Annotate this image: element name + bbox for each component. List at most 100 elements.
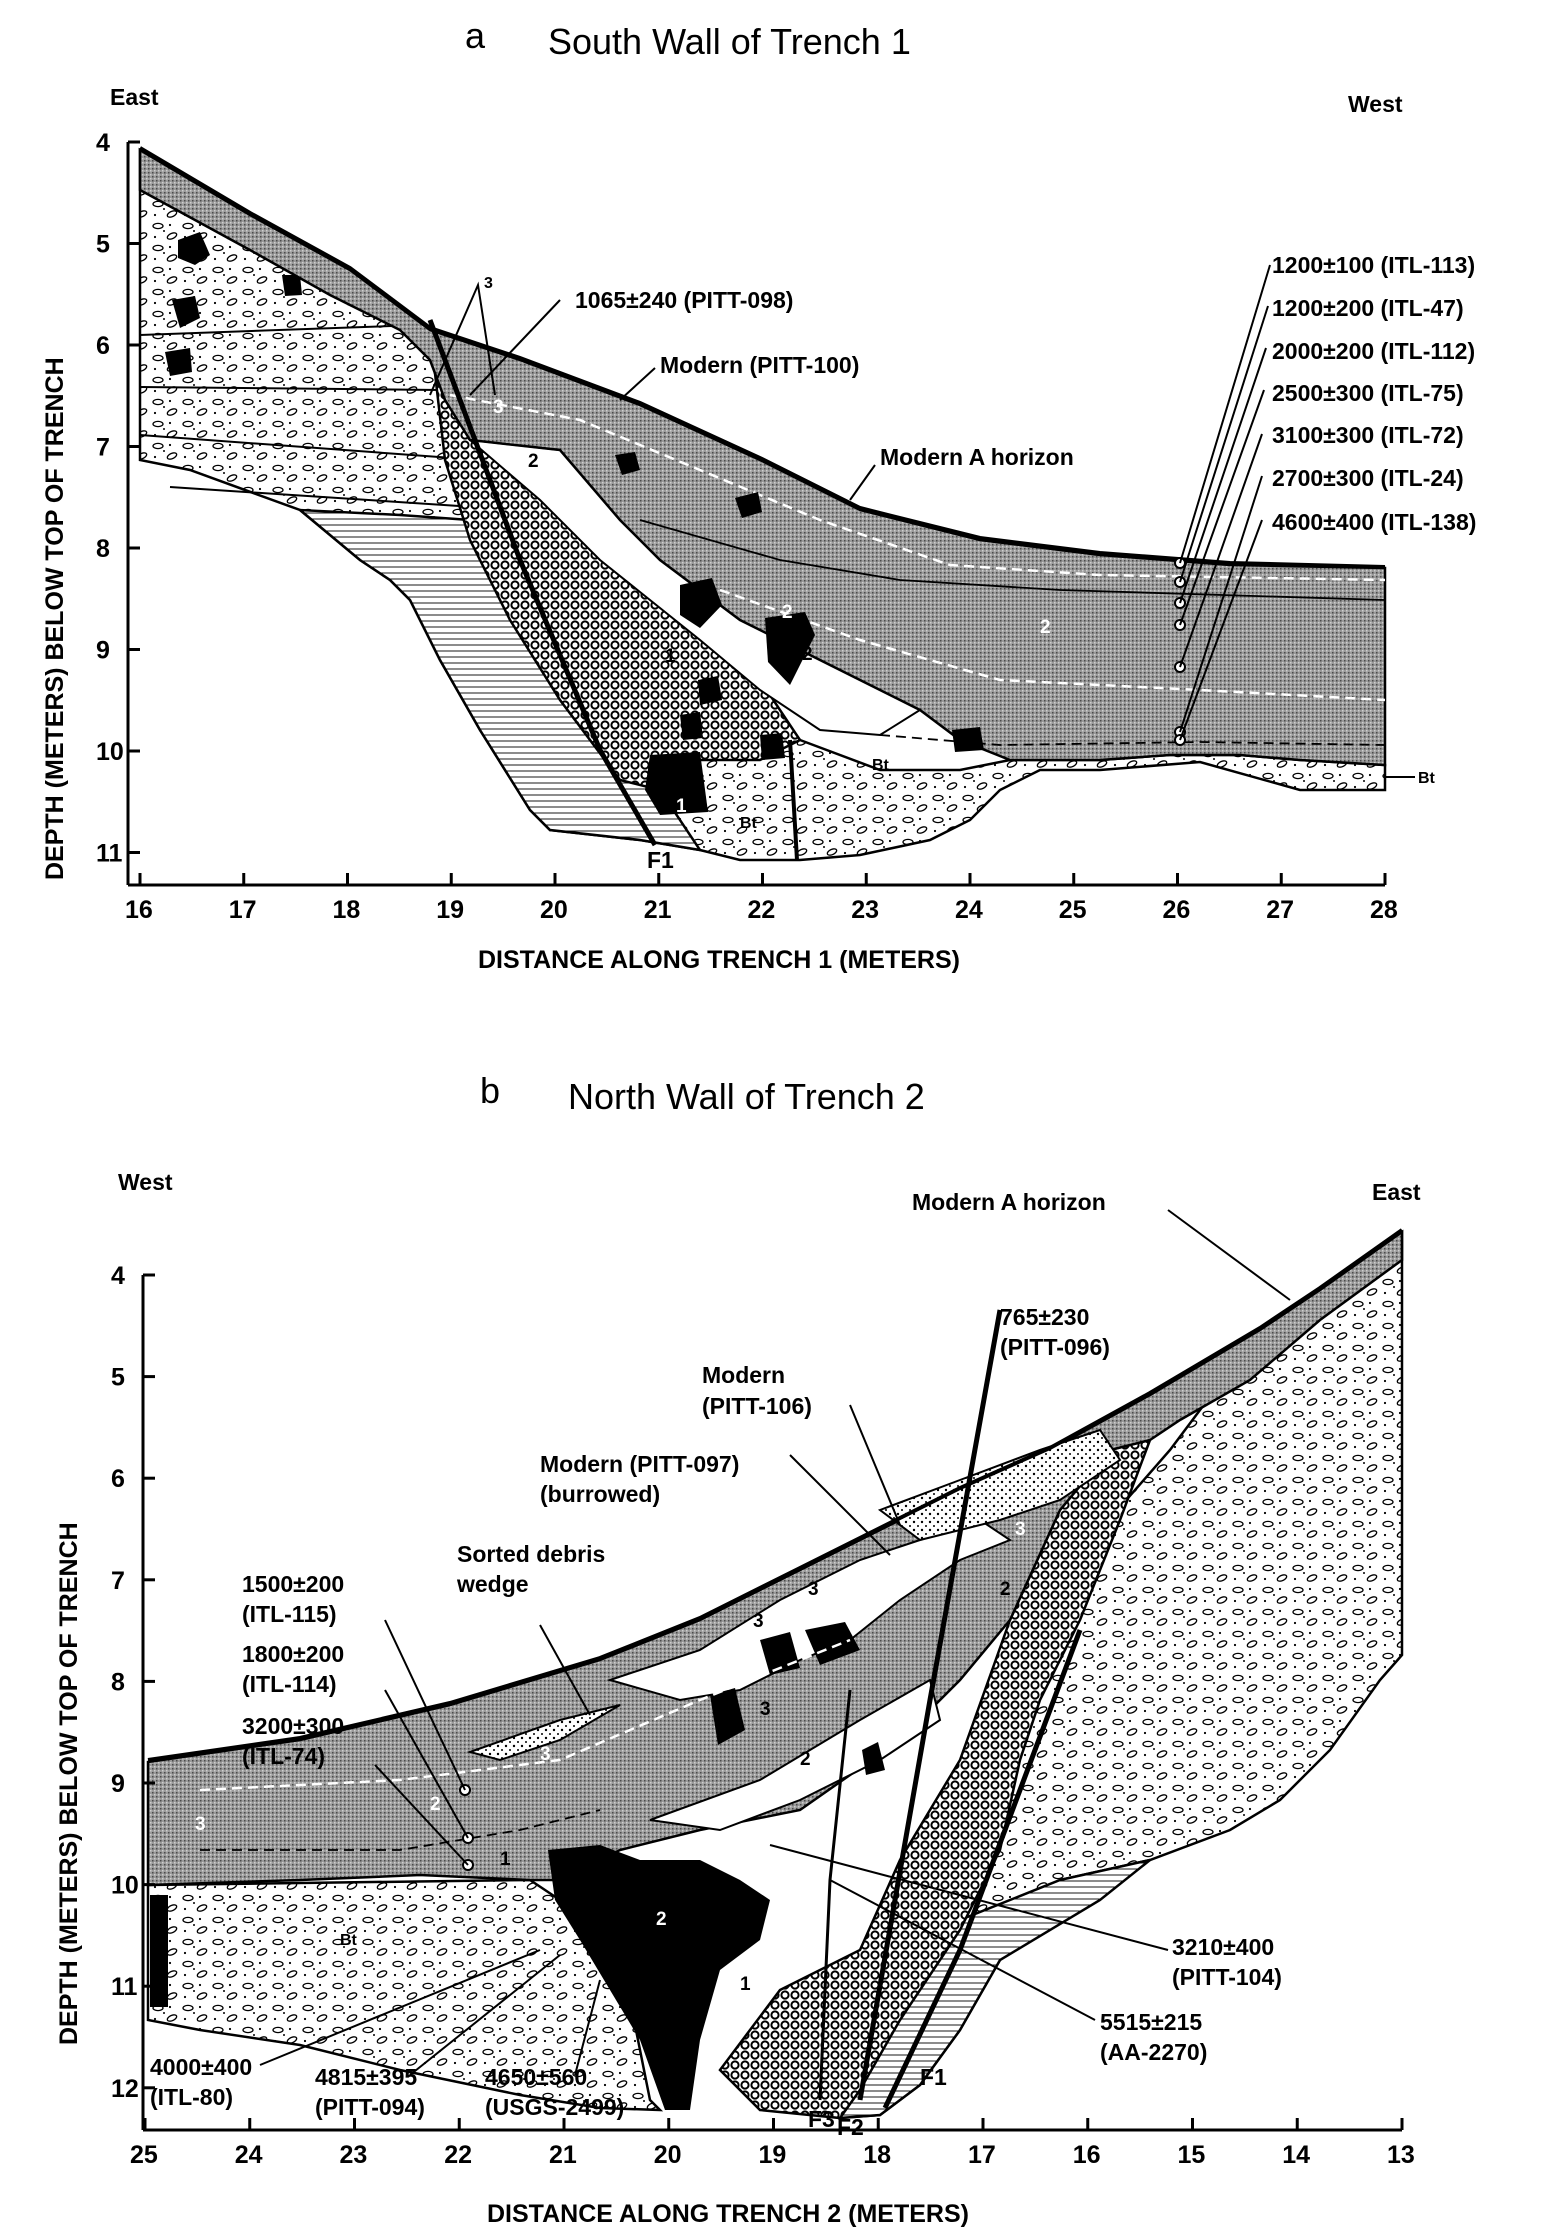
panel-a-x-tick-label: 20: [540, 896, 568, 924]
panel-a-fault-label: F1: [647, 847, 674, 873]
panel-b-pitt094-label: (PITT-094): [315, 2094, 425, 2120]
panel-a-leader: [469, 299, 561, 396]
panel-a-clast: [952, 727, 984, 752]
panel-b-y-tick-label: 9: [111, 1770, 125, 1798]
panel-a-contact: [139, 324, 421, 336]
panel-b-itl115-label: (ITL-115): [242, 1601, 337, 1627]
panel-a-x-tick-label: 27: [1266, 896, 1294, 924]
panel-b-x-tick-label: 16: [1073, 2141, 1101, 2169]
panel-a-clast: [735, 492, 762, 518]
panel-a-west-label: West: [1348, 91, 1403, 117]
panel-b-y-tick-label: 5: [111, 1364, 125, 1392]
panel-a-y-tick-label: 8: [96, 535, 110, 563]
panel-a-contact: [139, 386, 441, 391]
panel-b-pitt104-label: (PITT-104): [1172, 1964, 1282, 1990]
panel-b-large-clast: [548, 1845, 770, 2110]
panel-a: a South Wall of Trench 1 East West: [41, 15, 1476, 974]
panel-b-x-tick-label: 18: [863, 2141, 891, 2169]
panel-b-pitt106-label: Modern: [702, 1362, 785, 1388]
panel-a-clast: [765, 612, 815, 685]
panel-a-unit-number: 3: [493, 397, 504, 418]
panel-a-contact: [449, 393, 1386, 582]
panel-b-y-tick-label: 8: [111, 1668, 125, 1696]
panel-b-bt-label: Bt: [340, 1932, 358, 1949]
panel-a-age-label: 2500±300 (ITL-75): [1272, 380, 1464, 406]
panel-a-x-tick-label: 23: [851, 896, 879, 924]
panel-b-unit-number: 2: [430, 1794, 441, 1815]
panel-a-y-tick-label: 11: [96, 840, 123, 868]
panel-b-unit-number: 3: [808, 1579, 819, 1600]
panel-b-a-horizon-label: Modern A horizon: [912, 1189, 1106, 1215]
panel-a-x-tick-label: 17: [229, 896, 257, 924]
panel-b-x-tick-label: 22: [444, 2141, 472, 2169]
panel-b-unit-number: 3: [540, 1744, 551, 1765]
panel-a-contact: [139, 434, 481, 461]
panel-a-leader: [429, 281, 496, 396]
panel-a-x-tick-label: 28: [1370, 896, 1398, 924]
panel-b-unit-number: 3: [195, 1814, 206, 1835]
panel-b-clast: [710, 1688, 745, 1745]
panel-b-unit-number: 2: [656, 1909, 667, 1930]
panel-b-fault-label: F1: [920, 2064, 947, 2090]
panel-a-leader: [849, 464, 876, 501]
panel-b-unit-number: 3: [753, 1611, 764, 1632]
panel-b-x-axis-title: DISTANCE ALONG TRENCH 2 (METERS): [487, 2200, 969, 2228]
panel-a-age-label: 1200±100 (ITL-113): [1272, 252, 1475, 278]
panel-b-aa2270-label: (AA-2270): [1100, 2039, 1207, 2065]
panel-b-east-label: East: [1372, 1179, 1421, 1205]
panel-b-y-tick-label: 7: [111, 1567, 125, 1595]
panel-b-clast: [805, 1622, 860, 1665]
panel-b-ground-surface: [147, 1228, 1404, 1762]
panel-b-x-tick-label: 21: [549, 2141, 577, 2169]
panel-b-y-tick-label: 11: [111, 1973, 138, 2001]
panel-b-unit-number: 3: [760, 1699, 771, 1720]
panel-b-unit-number: 2: [800, 1749, 811, 1770]
panel-b-x-tick-label: 14: [1282, 2141, 1310, 2169]
panel-a-clast: [172, 296, 200, 328]
panel-b-title: North Wall of Trench 2: [568, 1076, 925, 1117]
panel-b-wedge-label: Sorted debris: [457, 1541, 605, 1567]
panel-a-contact: [639, 519, 1386, 601]
panel-b-cobble-wedge: [718, 1438, 1153, 2120]
panel-a-y-axis-title: DEPTH (METERS) BELOW TOP OF TRENCH: [41, 357, 69, 880]
panel-a-y-tick-label: 9: [96, 637, 110, 665]
panel-a-y-tick-label: 6: [96, 332, 110, 360]
panel-b-usgs-label: 4650±560: [485, 2064, 587, 2090]
panel-a-unit-number: 3: [1170, 522, 1181, 543]
panel-a-unit-number: 2: [1040, 617, 1051, 638]
panel-a-x-tick-label: 24: [955, 896, 983, 924]
panel-b-pitt104-label: 3210±400: [1172, 1934, 1274, 1960]
panel-a-bt-label: Bt: [1418, 770, 1436, 787]
panel-a-leader: [619, 367, 656, 401]
panel-a-unit-number: 1: [676, 796, 687, 817]
panel-b-y-tick-label: 12: [111, 2075, 139, 2103]
panel-b-y-tick-label: 6: [111, 1465, 125, 1493]
panel-b-itl74-label: (ITL-74): [242, 1743, 325, 1769]
panel-a-clast: [165, 348, 192, 376]
panel-b-itl80-label: (ITL-80): [150, 2084, 233, 2110]
panel-a-x-tick-label: 18: [333, 896, 361, 924]
panel-a-x-tick-label: 25: [1059, 896, 1087, 924]
panel-b-x-tick-label: 24: [235, 2141, 263, 2169]
panel-b-itl114-label: 1800±200: [242, 1641, 344, 1667]
panel-b-itl115-label: 1500±200: [242, 1571, 344, 1597]
panel-b-debris-wedge: [466, 1704, 621, 1762]
panel-a-y-tick-label: 7: [96, 434, 110, 462]
panel-b-wedge-label: wedge: [456, 1571, 529, 1597]
panel-a-title: South Wall of Trench 1: [548, 21, 911, 62]
panel-a-fault-f1: [427, 319, 658, 847]
panel-b-pitt097-label: Modern (PITT-097): [540, 1451, 739, 1477]
panel-b-letter: b: [480, 1070, 500, 1111]
panel-a-clast: [760, 733, 785, 760]
panel-b-pitt097-label: (burrowed): [540, 1481, 660, 1507]
panel-b-itl114-label: (ITL-114): [242, 1671, 337, 1697]
panel-a-x-tick-label: 21: [644, 896, 672, 924]
panel-b-itl74-label: 3200±300: [242, 1713, 344, 1739]
panel-b-y-tick-label: 4: [111, 1262, 125, 1290]
panel-a-clast: [615, 452, 640, 475]
panel-b-itl80-label: 4000±400: [150, 2054, 252, 2080]
panel-b-unit-number: 2: [1000, 1579, 1011, 1600]
panel-a-unit3-leader-label: 3: [484, 275, 493, 292]
